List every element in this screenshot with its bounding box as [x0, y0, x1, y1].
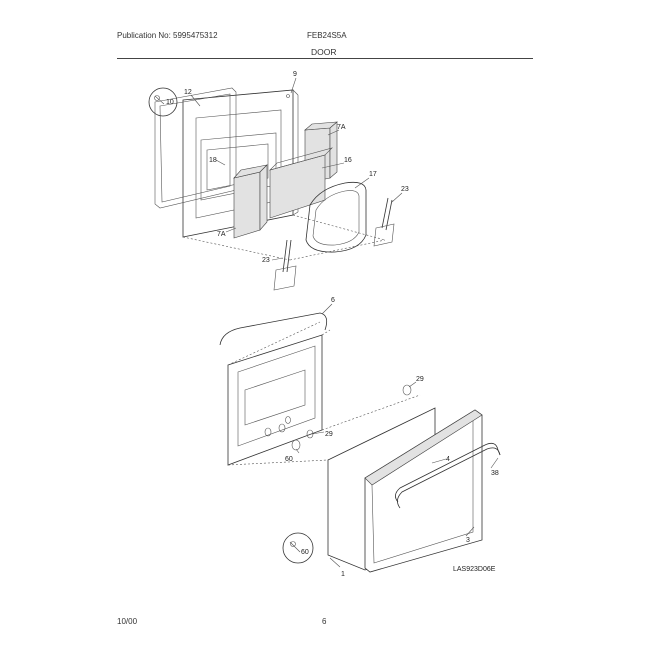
door-hinge-right [373, 197, 395, 247]
callout-23-bottom: 23 [262, 257, 270, 264]
callout-60-circle: 60 [301, 549, 309, 556]
diagram-code: LAS923D06E [453, 566, 496, 573]
footer-date: 10/00 [117, 617, 138, 626]
door-panel-6 [219, 312, 331, 466]
footer-page-number: 6 [322, 617, 327, 626]
glass-frame-17 [305, 181, 367, 253]
callout-60: 60 [285, 456, 293, 463]
door-handle-4 [395, 442, 501, 509]
callout-17: 17 [369, 171, 377, 178]
callout-4: 4 [446, 456, 450, 463]
outer-door-panel-3 [327, 407, 483, 573]
callout-16: 16 [344, 157, 352, 164]
callout-23-right: 23 [401, 186, 409, 193]
model-number: FEB24S5A [307, 31, 347, 40]
callout-7a-left: 7A [217, 231, 226, 238]
callout-3: 3 [466, 537, 470, 544]
door-hinge-left [273, 239, 297, 291]
screw-detail-circle-60 [282, 532, 314, 564]
callout-38: 38 [491, 470, 499, 477]
leader-lines [190, 77, 499, 568]
callout-29-mid: 29 [325, 431, 333, 438]
insulation-7a-left [233, 164, 268, 239]
callout-10: 10 [166, 99, 174, 106]
header-rule [117, 58, 533, 59]
callout-6: 6 [331, 297, 335, 304]
publication-number: Publication No: 5995475312 [117, 31, 218, 40]
screw-detail-circle [148, 87, 178, 117]
callout-12: 12 [184, 89, 192, 96]
callout-7a-top: 7A [337, 124, 346, 131]
section-title: DOOR [311, 47, 337, 57]
door-hardware [264, 384, 412, 451]
callout-18: 18 [209, 157, 217, 164]
callout-1: 1 [341, 571, 345, 578]
callout-29-top: 29 [416, 376, 424, 383]
callout-9: 9 [293, 71, 297, 78]
